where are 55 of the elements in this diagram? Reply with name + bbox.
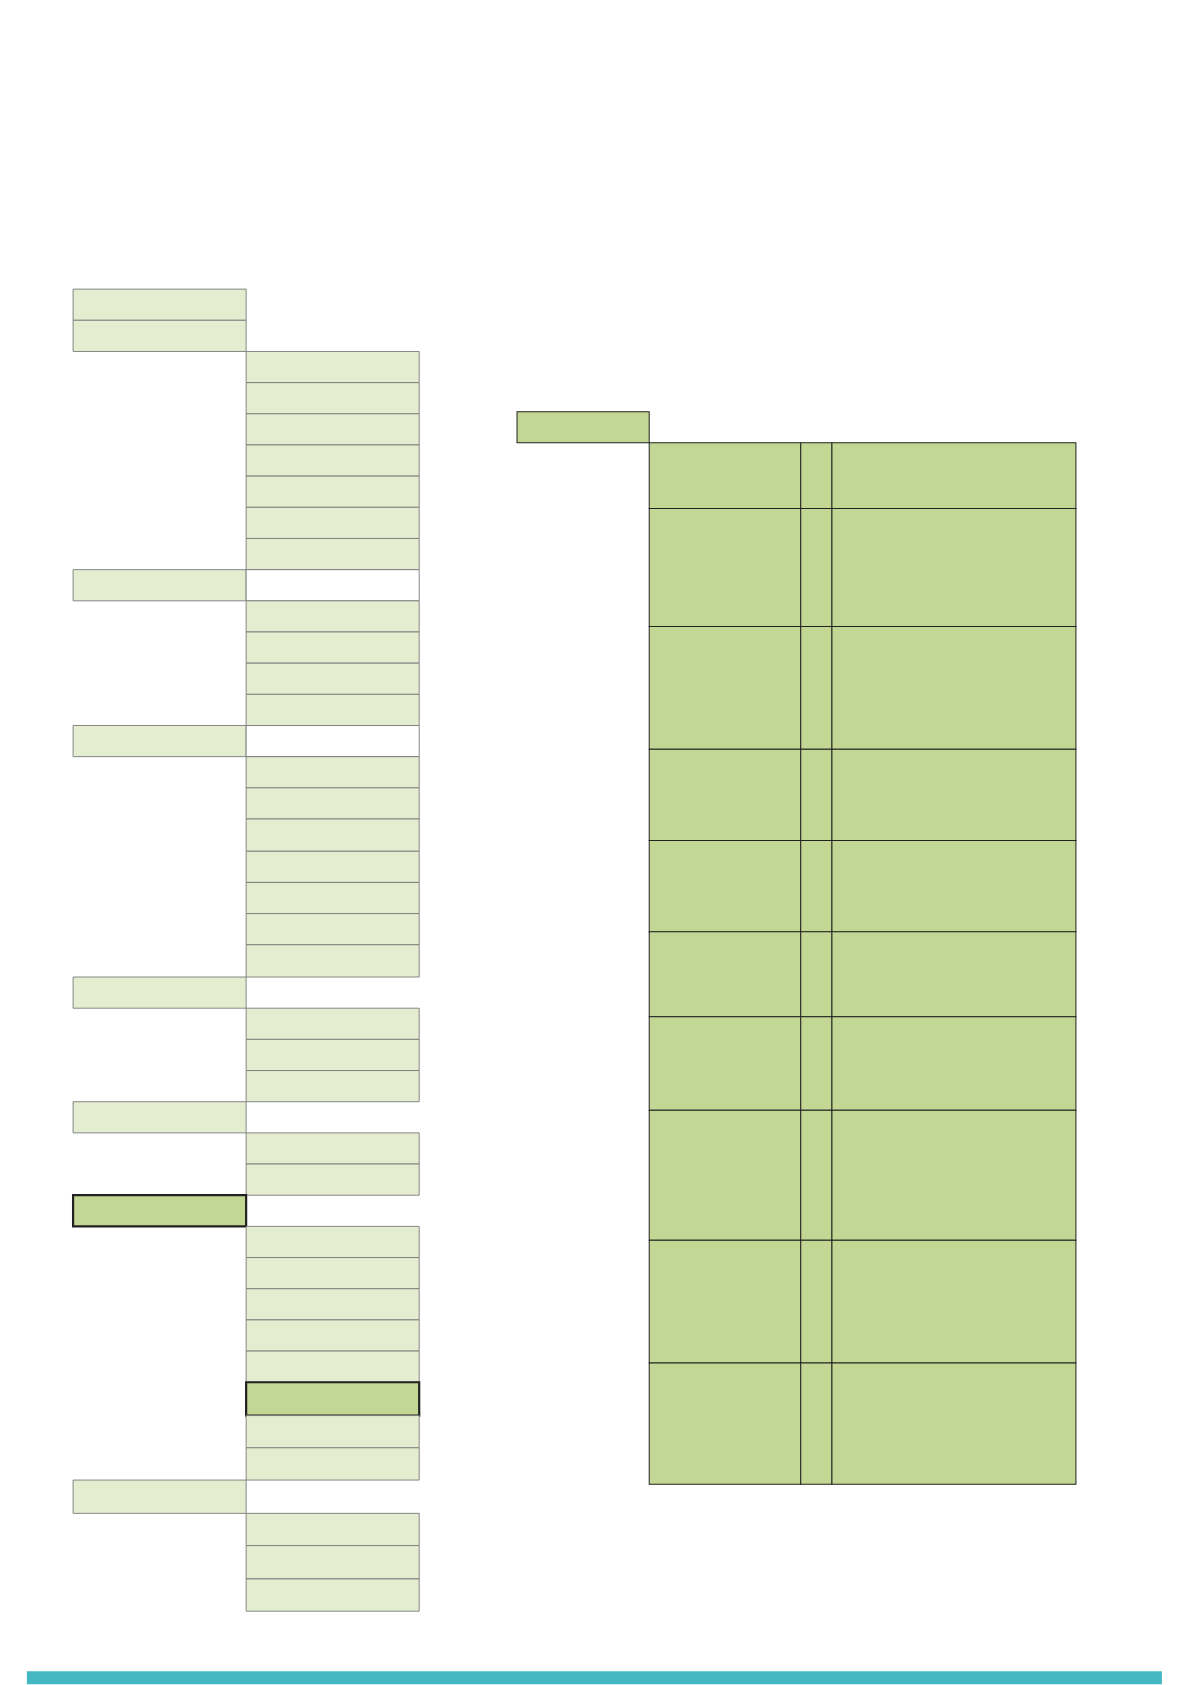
table-cell [800, 1016, 833, 1111]
tree-box [72, 725, 247, 758]
tree-box [245, 569, 420, 602]
table-cell [800, 840, 833, 933]
tree-box [72, 319, 247, 352]
table-cell [800, 507, 833, 628]
tree-box [245, 413, 420, 446]
tree-box [245, 1163, 420, 1196]
tree-box [245, 944, 420, 978]
tree-box [72, 976, 247, 1009]
tree-box [245, 631, 420, 664]
tree-box [245, 506, 420, 539]
tree-box [245, 1512, 420, 1547]
tree-box [245, 662, 420, 695]
tree-box [245, 1038, 420, 1071]
tree-box [245, 1381, 421, 1417]
tree-box [72, 1194, 248, 1228]
tree-box [245, 1070, 420, 1103]
tree-box [245, 1447, 420, 1481]
tree-box [245, 818, 420, 852]
table-cell [800, 748, 833, 841]
tree-box [72, 569, 247, 602]
tree-box [245, 1415, 420, 1449]
tree-box [72, 1479, 247, 1514]
tree-box [245, 1350, 420, 1383]
table-cell [800, 442, 833, 509]
tree-box [245, 1257, 420, 1290]
tree-box [245, 1007, 420, 1040]
tree-box [245, 600, 420, 633]
tree-box [245, 1225, 420, 1258]
tree-box [245, 725, 420, 758]
tree-box [245, 1545, 420, 1580]
table-cell [800, 1109, 833, 1241]
tree-box [245, 787, 420, 820]
tree-box [245, 1132, 420, 1165]
header-box [516, 411, 650, 444]
tree-box [245, 1319, 420, 1352]
tree-box [245, 1288, 420, 1321]
tree-box [245, 475, 420, 508]
tree-box [245, 881, 420, 915]
tree-box [72, 288, 247, 321]
tree-box [72, 1101, 247, 1134]
tree-box [245, 913, 420, 946]
tree-box [245, 850, 420, 883]
table-cell [800, 1239, 833, 1364]
table-cell [800, 931, 833, 1018]
tree-box [245, 1578, 420, 1612]
tree-box [245, 444, 420, 477]
table-cell [800, 1362, 833, 1485]
tree-box [245, 756, 420, 789]
table-cell [800, 626, 833, 750]
tree-box [245, 351, 420, 384]
tree-box [245, 693, 420, 726]
tree-box [245, 382, 420, 415]
tree-box [245, 538, 420, 571]
